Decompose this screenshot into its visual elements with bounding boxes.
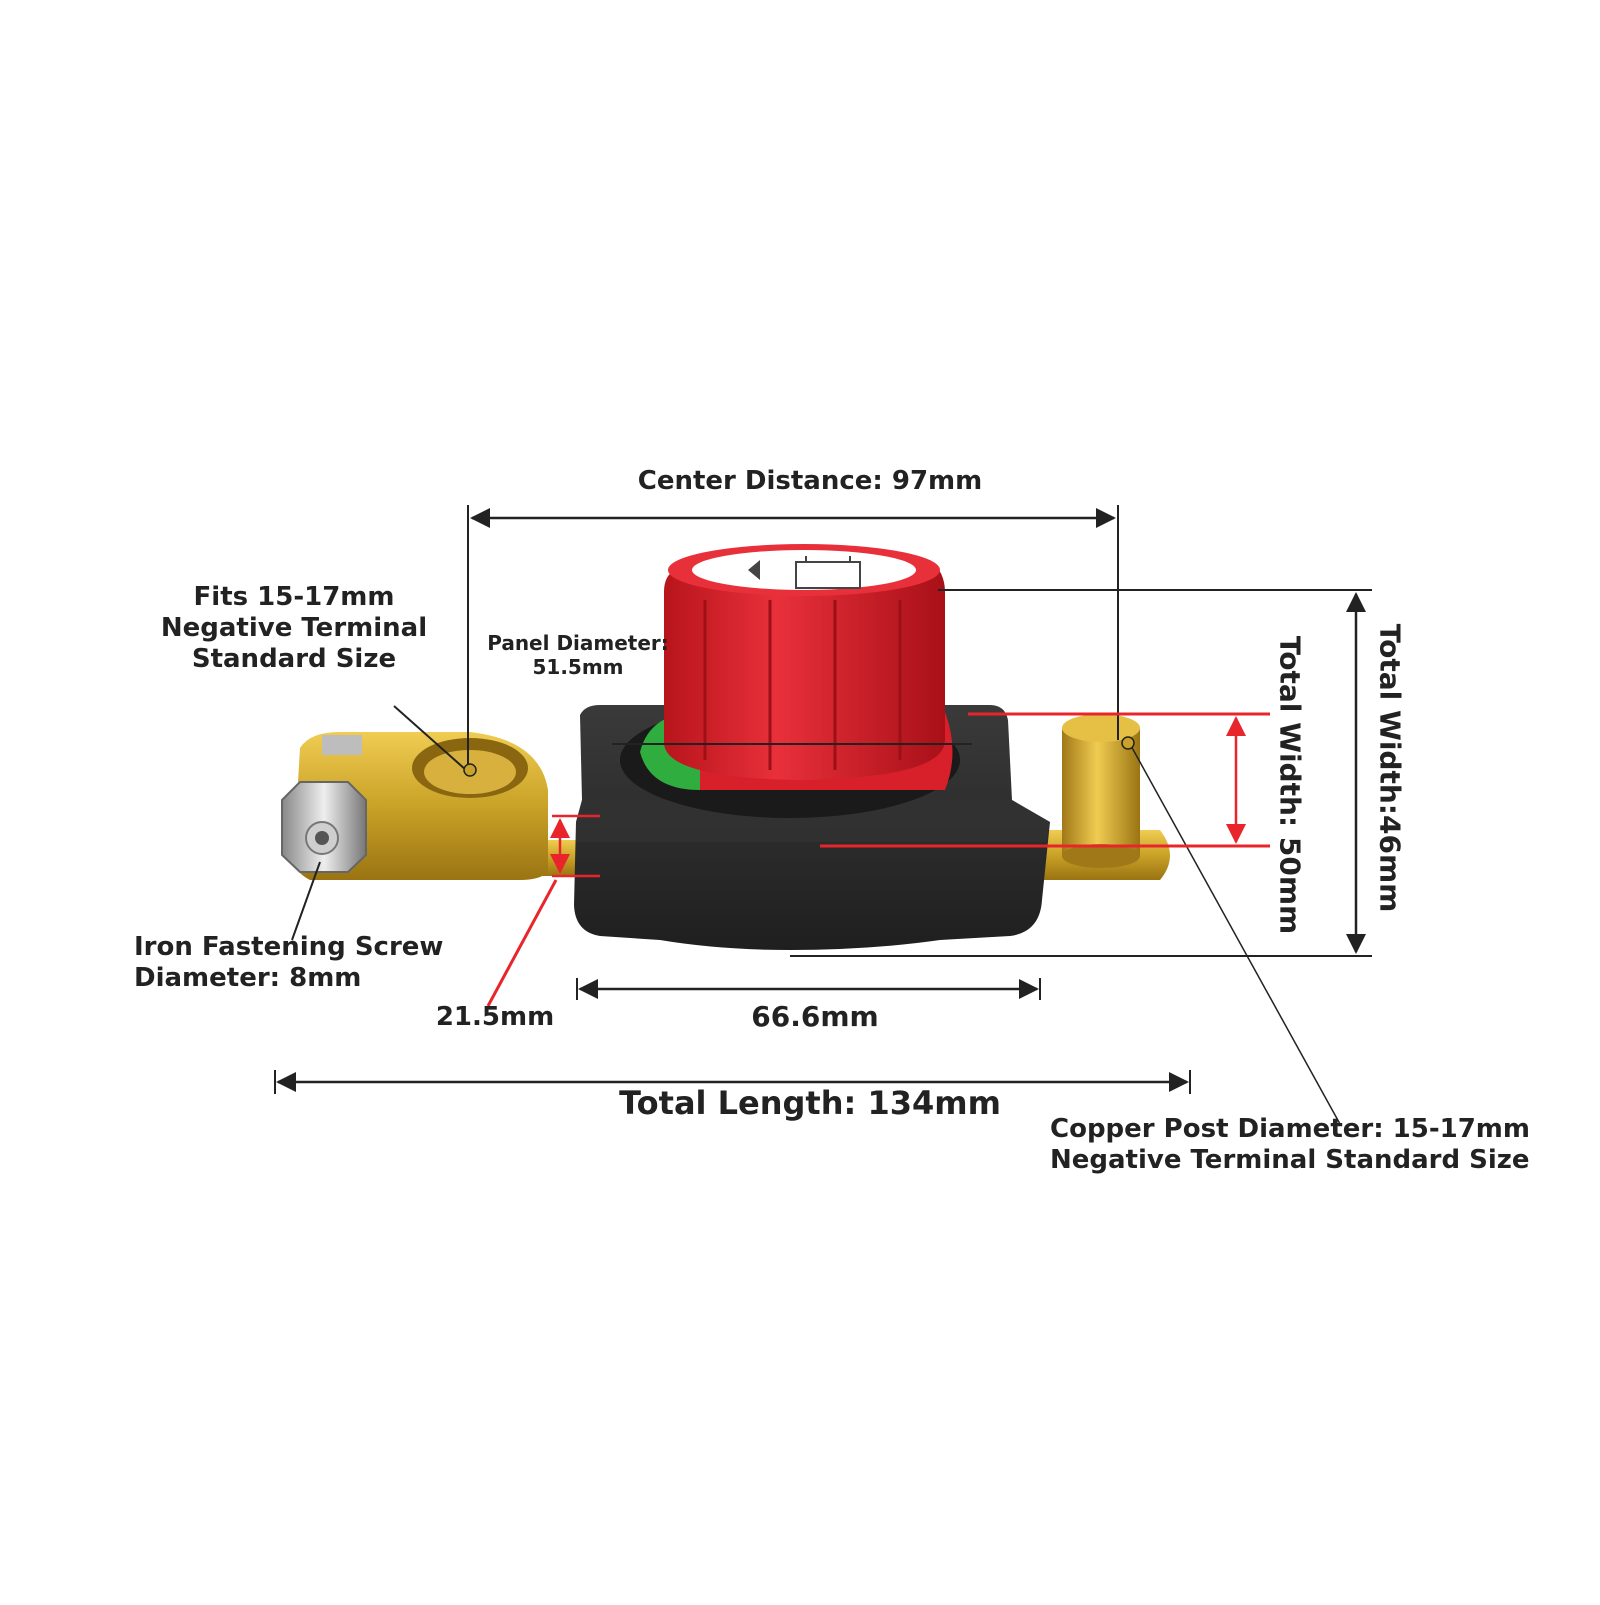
total-length-label: Total Length: 134mm xyxy=(619,1084,1001,1122)
center-distance-dimension xyxy=(467,505,1119,770)
iron-screw-leader-line xyxy=(291,861,321,941)
battery-icon xyxy=(748,556,861,589)
base-length-label: 66.6mm xyxy=(751,1000,879,1033)
center-distance-label: Center Distance: 97mm xyxy=(637,466,983,496)
clamp-height-dimension xyxy=(486,814,600,1007)
total-width-46-dimension xyxy=(790,589,1372,957)
iron-screw-label: Iron Fastening Screw Diameter: 8mm xyxy=(134,932,444,994)
base-length-dimension xyxy=(576,978,1041,1000)
total-width-46-label: Total Width:46mm xyxy=(1373,623,1407,913)
iron-fastening-screw xyxy=(281,735,367,873)
total-width-50-label: Total Width: 50mm xyxy=(1273,635,1307,935)
copper-post xyxy=(1040,714,1170,880)
total-length-dimension xyxy=(274,1070,1191,1094)
copper-post-label: Copper Post Diameter: 15-17mm Negative T… xyxy=(1050,1114,1530,1176)
panel-diameter-label: Panel Diameter: 51.5mm xyxy=(487,631,669,679)
copper-post-dot xyxy=(1121,736,1135,750)
copper-post-leader-line xyxy=(1129,743,1341,1125)
clamp-hole-dot xyxy=(463,763,477,777)
fits-terminal-label: Fits 15-17mm Negative Terminal Standard … xyxy=(160,582,428,675)
clamp-height-label: 21.5mm xyxy=(435,1002,555,1032)
total-width-50-dimension xyxy=(820,712,1270,848)
fits-leader-line xyxy=(393,705,467,771)
